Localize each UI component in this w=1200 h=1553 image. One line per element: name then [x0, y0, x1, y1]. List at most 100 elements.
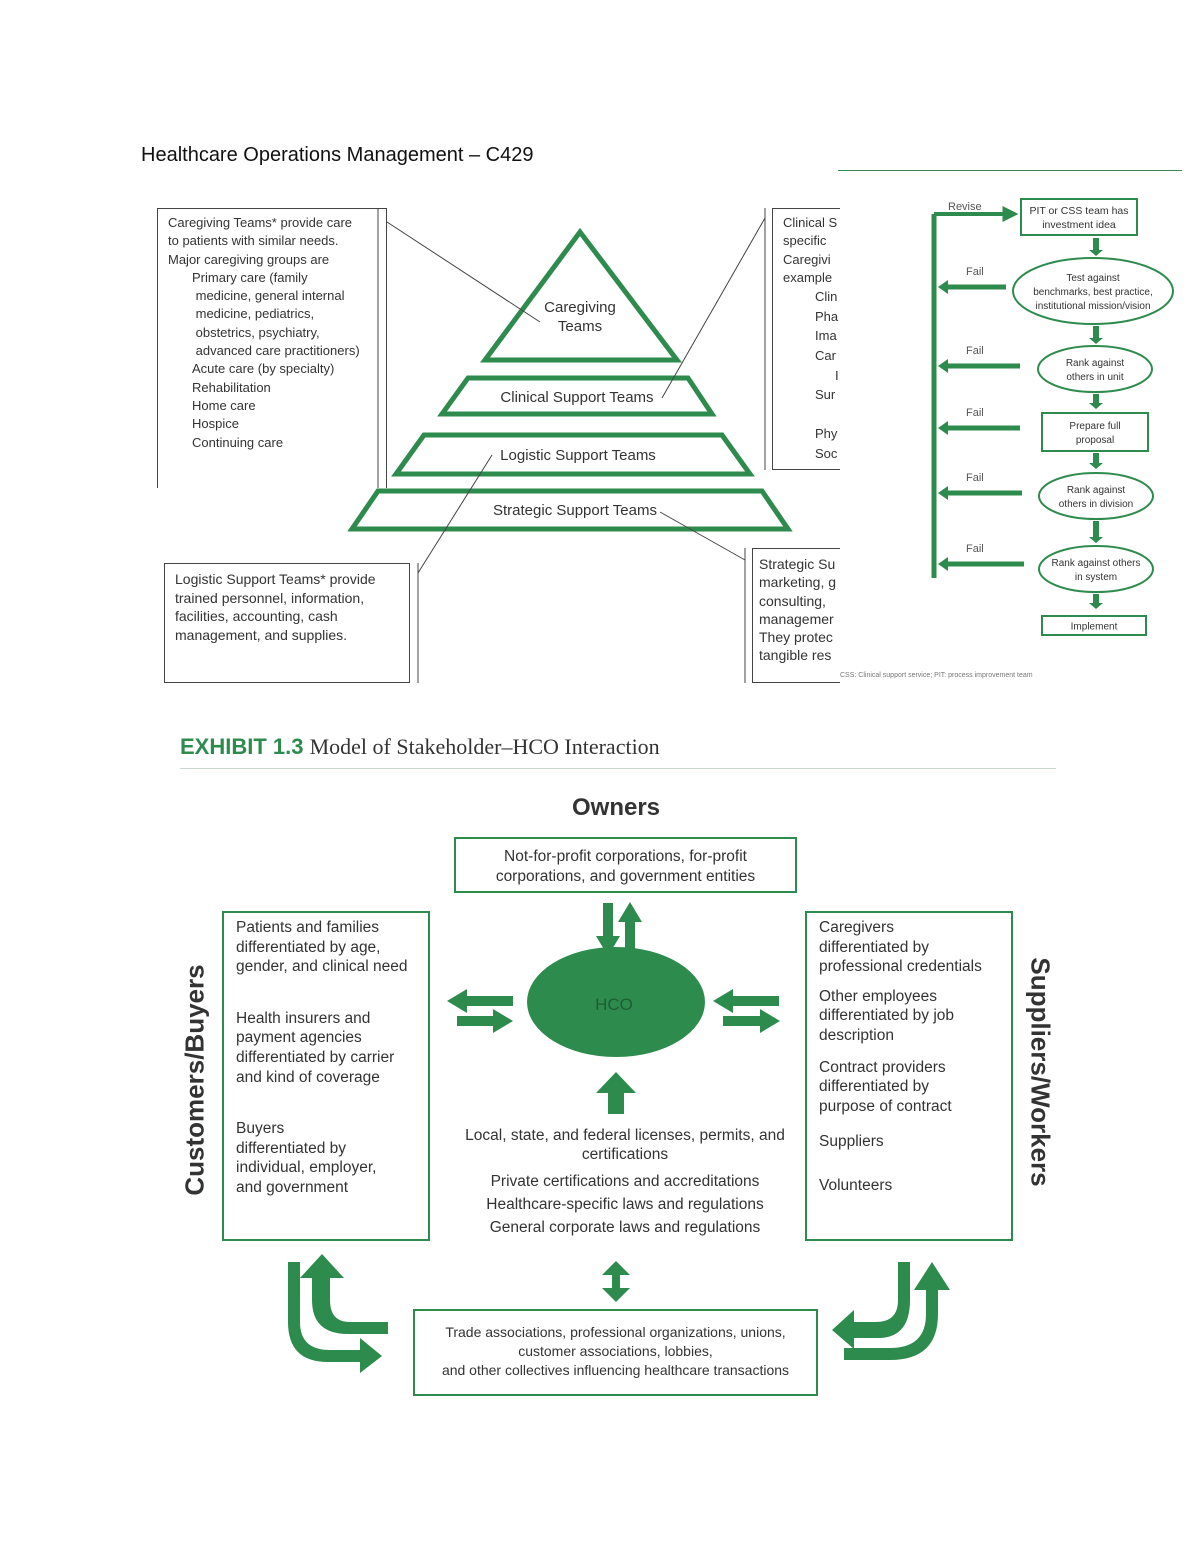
header-rule [838, 170, 1182, 171]
customer-group-buyers: Buyers differentiated by individual, emp… [236, 1119, 428, 1197]
customer-line: and government [236, 1178, 349, 1196]
flow-step-7 [1041, 615, 1147, 636]
caregiving-group: Primary care (family [192, 269, 308, 285]
arrow-right-icon [723, 1009, 780, 1033]
customer-line: Buyers [236, 1120, 285, 1138]
strategic-note-box: Strategic Su marketing, g consulting, ma… [752, 548, 840, 683]
flow-step-label: Prepare full [1069, 421, 1120, 432]
fail-arrow-icon [938, 359, 1020, 373]
curved-arrow-icon [844, 1262, 950, 1360]
customers-box: Patients and families differentiated by … [222, 911, 430, 1241]
customer-line: and kind of coverage [236, 1068, 380, 1086]
suppliers-box: Caregivers differentiated by professiona… [805, 911, 1013, 1241]
arrow-right-icon [457, 1009, 513, 1033]
pyramid-logistic-tier [391, 432, 755, 477]
flow-step-label: institutional mission/vision [1035, 301, 1150, 312]
flow-step-1 [1020, 198, 1138, 236]
owners-line: Not-for-profit corporations, for-profit [504, 848, 747, 865]
pyramid-label-clinical: Clinical Support Teams [500, 389, 653, 406]
supplier-line: Other employees [819, 987, 938, 1005]
arrow-down-icon [1089, 326, 1103, 344]
supplier-line: differentiated by [819, 938, 930, 956]
clinical-note-box: Clinical S specific Caregivi example Cli… [772, 208, 840, 470]
supplier-line: purpose of contract [819, 1097, 952, 1115]
exhibit-label: EXHIBIT 1.3 [180, 734, 304, 759]
flow-step-label: others in unit [1066, 372, 1123, 383]
pyramid-label-caregiving-2: Teams [558, 318, 602, 335]
customer-group-patients: Patients and families differentiated by … [236, 918, 428, 977]
clinical-note-line: example [783, 269, 833, 285]
flow-step-label: benchmarks, best practice, [1033, 287, 1153, 298]
arrow-down-icon [596, 903, 620, 956]
supplier-line: Caregivers [819, 919, 894, 936]
caregiving-note-line: Major caregiving groups are [168, 251, 330, 267]
clinical-note-line: specific [783, 233, 827, 249]
arrow-updown-icon [602, 1261, 630, 1302]
caregiving-group: Rehabilitation [192, 379, 271, 395]
collectives-line: Trade associations, professional organiz… [445, 1324, 786, 1340]
flow-step-label: in system [1075, 572, 1117, 583]
pyramid-diagram: Caregiving Teams Clinical Support Teams … [347, 208, 793, 683]
strategic-note-line: Strategic Su [759, 556, 836, 572]
exhibit-caption: Model of Stakeholder–HCO Interaction [309, 734, 660, 759]
flow-step-label: Rank against [1066, 358, 1125, 369]
arrow-down-icon [1089, 238, 1103, 256]
clinical-note-item: Car [815, 347, 836, 363]
hco-label: HCO [595, 995, 633, 1014]
flow-step-label: investment idea [1042, 219, 1116, 231]
flow-step-label: Rank against [1067, 485, 1126, 496]
supplier-group-employees: Other employees differentiated by job de… [819, 987, 1011, 1046]
flow-step-5 [1038, 472, 1154, 520]
flow-step-4 [1041, 412, 1149, 452]
caregiving-group: Hospice [192, 416, 239, 432]
pyramid-label-logistic: Logistic Support Teams [500, 447, 656, 464]
regulator-line: Healthcare-specific laws and regulations [486, 1196, 764, 1213]
flow-step-6 [1038, 545, 1154, 593]
supplier-line: differentiated by [819, 1078, 930, 1096]
strategic-note-line: managemer [759, 610, 834, 627]
strategic-note-line: tangible res [759, 647, 832, 664]
pyramid-clinical-tier [437, 375, 717, 417]
flow-step-3 [1037, 345, 1153, 393]
customer-group-insurers: Health insurers and payment agencies dif… [236, 1009, 428, 1087]
fail-label: Fail [966, 543, 984, 555]
clinical-note-line: Caregivi [783, 251, 831, 267]
regulators-list: Local, state, and federal licenses, perm… [440, 1126, 810, 1239]
arrow-down-icon [1089, 453, 1103, 469]
collectives-line: and other collectives influencing health… [441, 1362, 790, 1378]
fail-arrow-icon [938, 486, 1022, 500]
flow-step-label: PIT or CSS team has [1029, 205, 1128, 217]
flowchart-footnote: CSS: Clinical support service; PIT: proc… [840, 672, 1033, 679]
pyramid-caregiving-tier [480, 227, 683, 363]
strategic-note-line: They protec [759, 629, 833, 646]
clinical-note-item: I [835, 367, 839, 383]
strategic-note-line: consulting, [759, 592, 826, 609]
clinical-note-item: Phy [815, 426, 838, 442]
caregiving-group: Acute care (by specialty) [192, 361, 335, 377]
supplier-line: professional credentials [819, 958, 982, 976]
strategic-note-line: marketing, g [759, 574, 837, 591]
customer-line: payment agencies [236, 1029, 362, 1047]
customer-line: Health insurers and [236, 1009, 371, 1027]
fail-arrow-icon [938, 280, 1006, 294]
regulator-line: Local, state, and federal licenses, perm… [465, 1127, 785, 1144]
arrow-left-icon [713, 989, 779, 1013]
flow-step-label: Test against [1066, 273, 1120, 284]
document-title: Healthcare Operations Management – C429 [141, 144, 534, 166]
curved-arrow-icon [288, 1262, 382, 1373]
fail-label: Fail [966, 407, 984, 419]
logistic-note-line: facilities, accounting, cash [175, 608, 338, 624]
leader-line [661, 217, 766, 399]
leader-line [417, 454, 493, 574]
caregiving-note-box: Caregiving Teams* provide care to patien… [157, 208, 387, 488]
customer-line: Patients and families [236, 919, 380, 936]
flow-step-2 [1012, 257, 1174, 325]
curved-arrow-icon [300, 1254, 388, 1334]
caregiving-note-line: to patients with similar needs. [168, 233, 339, 249]
clinical-note-item: Ima [815, 328, 837, 344]
collectives-line: customer associations, lobbies, [518, 1343, 713, 1359]
owners-box: Not-for-profit corporations, for-profit … [454, 837, 797, 893]
caregiving-note-line: Caregiving Teams* provide care [168, 215, 353, 230]
